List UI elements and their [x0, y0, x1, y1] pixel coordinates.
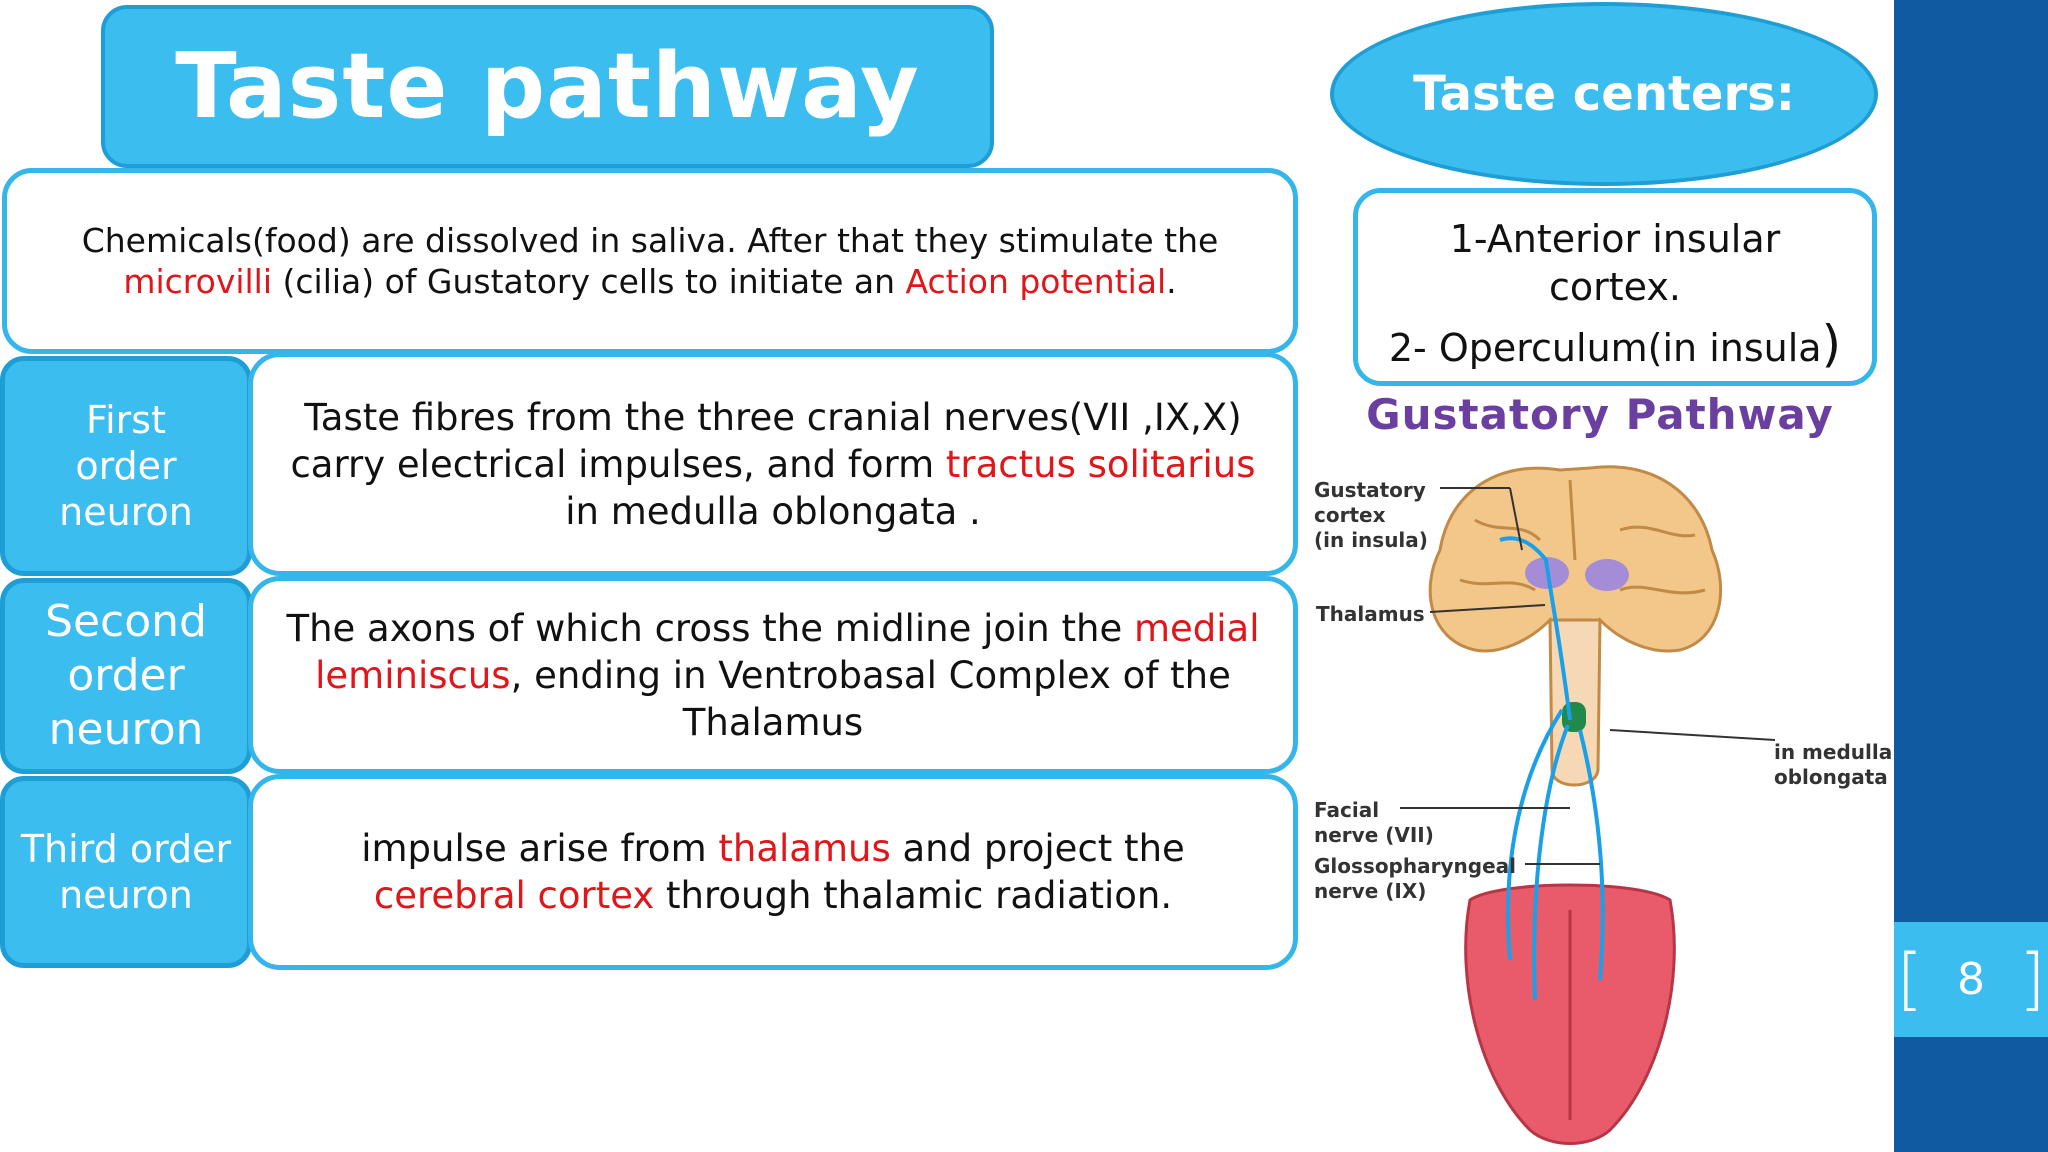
taste-centers-title: Taste centers:	[1413, 66, 1795, 122]
third-order-highlight-thalamus: thalamus	[718, 827, 891, 870]
label-cortex-line3: (in insula)	[1314, 528, 1428, 552]
slide-title: Taste pathway	[175, 34, 920, 139]
intro-highlight-microvilli: microvilli	[123, 262, 273, 301]
leader-medulla	[1609, 729, 1776, 741]
third-order-label: Third order neuron	[20, 827, 232, 917]
second-order-text-post: , ending in Ventrobasal Complex of the T…	[510, 653, 1231, 744]
gustatory-pathway-illustration	[1400, 465, 1776, 1145]
taste-center-2-text: 2- Operculum(in insula	[1388, 326, 1822, 370]
leader-cortex-2	[1509, 487, 1523, 551]
first-order-text-post: in medulla oblongata .	[565, 489, 981, 533]
third-order-text-post: through thalamic radiation.	[654, 874, 1173, 917]
intro-part-3: .	[1166, 262, 1177, 301]
second-order-text-pre: The axons of which cross the midline joi…	[286, 606, 1134, 650]
taste-centers-box: 1-Anterior insular cortex. 2- Operculum(…	[1353, 188, 1877, 386]
thalamus-right	[1585, 559, 1629, 591]
third-order-text-pre: impulse arise from	[361, 827, 719, 870]
first-order-text: Taste fibres from the three cranial nerv…	[283, 394, 1263, 535]
title-banner: Taste pathway	[101, 5, 994, 168]
third-order-highlight-cortex: cerebral cortex	[373, 874, 655, 917]
label-glossopharyngeal-nerve: Glossopharyngeal nerve (IX)	[1314, 854, 1516, 904]
first-order-text-pre: Taste fibres from the three cranial nerv…	[290, 395, 1242, 486]
first-order-label-box: First order neuron	[0, 356, 252, 576]
intro-box: Chemicals(food) are dissolved in saliva.…	[2, 168, 1298, 354]
intro-part-1: Chemicals(food) are dissolved in saliva.…	[81, 221, 1219, 260]
third-order-text-mid: and project the	[890, 827, 1185, 870]
leader-thalamus	[1429, 604, 1546, 613]
second-order-label: Second order neuron	[45, 596, 207, 755]
first-order-highlight: tractus solitarius	[945, 442, 1256, 486]
taste-centers-banner: Taste centers:	[1330, 2, 1878, 186]
second-order-content-box: The axons of which cross the midline joi…	[248, 576, 1298, 774]
taste-center-1: 1-Anterior insular cortex.	[1449, 217, 1781, 309]
label-medulla: in medulla oblongata	[1774, 740, 1892, 790]
label-thalamus: Thalamus	[1316, 602, 1425, 626]
second-order-label-box: Second order neuron	[0, 578, 252, 774]
intro-text: Chemicals(food) are dissolved in saliva.…	[82, 220, 1219, 302]
diagram-title-wrap: Gustatory Pathway	[1310, 390, 1890, 440]
page-number-box: [ 8 ]	[1894, 922, 2048, 1037]
label-glosso-line2: nerve (IX)	[1314, 879, 1427, 903]
left-bracket-icon: [	[1896, 940, 1923, 1019]
page-number: 8	[1957, 954, 1985, 1005]
third-order-text: impulse arise from thalamus and project …	[283, 825, 1263, 919]
first-order-label: First order neuron	[59, 398, 193, 534]
intro-highlight-action-potential: Action potential	[905, 262, 1167, 301]
brain-folds	[1459, 479, 1706, 595]
second-order-highlight: medial leminiscus	[315, 606, 1260, 697]
intro-part-2: (cilia) of Gustatory cells to initiate a…	[272, 262, 906, 301]
label-facial-nerve: Facial nerve (VII)	[1314, 798, 1434, 848]
right-bracket-icon: ]	[2019, 940, 2046, 1019]
label-facial-line2: nerve (VII)	[1314, 823, 1434, 847]
third-order-label-box: Third order neuron	[0, 776, 252, 968]
label-medulla-line1: in medulla	[1774, 740, 1893, 764]
second-order-text: The axons of which cross the midline joi…	[283, 605, 1263, 746]
label-cortex-line1: Gustatory	[1314, 478, 1426, 502]
third-order-content-box: impulse arise from thalamus and project …	[248, 774, 1298, 970]
taste-center-2-paren: )	[1821, 315, 1842, 373]
label-gustatory-cortex: Gustatory cortex (in insula)	[1314, 478, 1428, 553]
label-glosso-line1: Glossopharyngeal	[1314, 854, 1516, 878]
taste-center-2: 2- Operculum(in insula)	[1358, 319, 1872, 373]
label-medulla-line2: oblongata	[1774, 765, 1888, 789]
first-order-content-box: Taste fibres from the three cranial nerv…	[248, 352, 1298, 576]
label-cortex-line2: cortex	[1314, 503, 1386, 527]
label-facial-line1: Facial	[1314, 798, 1380, 822]
diagram-title: Gustatory Pathway	[1366, 390, 1834, 439]
